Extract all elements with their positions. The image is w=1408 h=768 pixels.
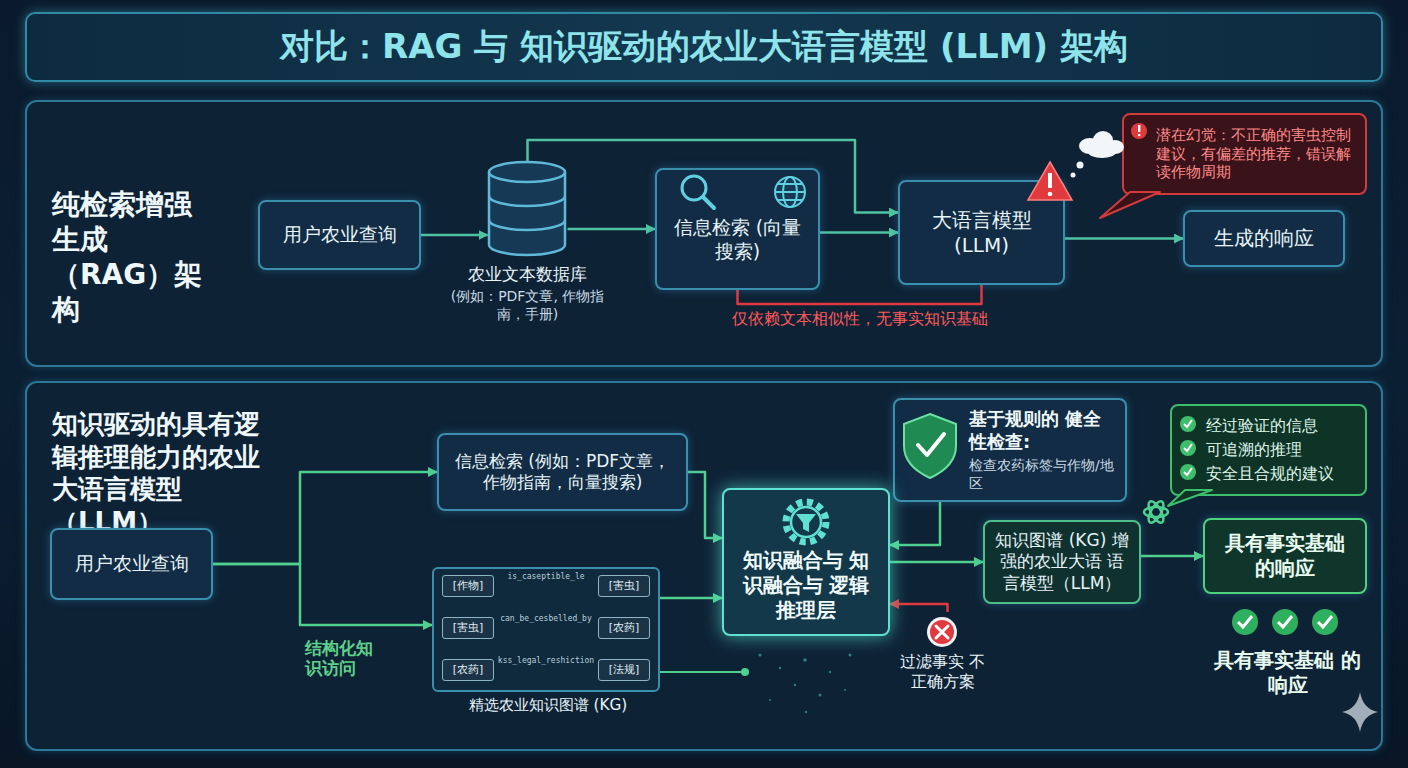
- node-label: 具有事实基础 的响应: [1215, 531, 1355, 581]
- node-label: [农药]: [453, 663, 483, 676]
- kg-leader-line: [660, 668, 749, 676]
- connector-arrow: [1141, 555, 1203, 558]
- knowledge-graph: 精选农业知识图谱 (KG)[作物][害虫][害虫][农药][农药][法规]: [432, 567, 660, 692]
- caption-label: 具有事实基础 的响应: [1205, 648, 1370, 698]
- node-detail: 安全且合规的建议: [1206, 462, 1334, 486]
- node-label: 知识融合与 知识融合与 逻辑推理层: [734, 548, 878, 623]
- ai-logo-icon: [1144, 499, 1168, 525]
- kg-entity: [害虫]: [442, 617, 494, 639]
- response-box: 生成的响应: [1183, 210, 1345, 267]
- connector-arrow: [213, 564, 432, 625]
- node-label: 农业文本数据库: [468, 264, 587, 285]
- node-detail: 可追溯的推理: [1206, 438, 1302, 462]
- llm-box: 大语言模型 (LLM): [898, 180, 1065, 285]
- reject-icon: [927, 617, 957, 647]
- node-label: 生成的响应: [1214, 226, 1314, 251]
- sparkle-watermark: [1342, 692, 1378, 732]
- kg-entity: [农药]: [442, 659, 494, 681]
- node-label: 大语言模型 (LLM): [910, 208, 1053, 258]
- panel-heading: 纯检索增强生成（RAG）架构: [52, 187, 217, 327]
- node-label: 经过验证的信息: [1206, 414, 1318, 438]
- node-label: 用户农业查询: [283, 223, 397, 247]
- node-label: [法规]: [609, 663, 639, 676]
- panel-fill: [25, 381, 1383, 751]
- rule-check-box: 基于规则的 健全性检查: 检查农药标签与作物/地区: [893, 398, 1127, 502]
- kg-entity: [法规]: [598, 659, 650, 681]
- search-icon: [682, 176, 714, 208]
- title-text: 对比：RAG 与 知识驱动的农业大语言模型 (LLM) 架构: [280, 24, 1128, 70]
- thought-cloud: [1071, 131, 1125, 178]
- retrieval-box: 信息检索 (例如：PDF文章，作物指南，向量搜索): [437, 433, 688, 511]
- connector-arrow: [890, 502, 940, 545]
- connector-arrow: [660, 597, 722, 600]
- kg-llm-box: 知识图谱 (KG) 增强的农业大语 语言模型（LLM）: [983, 520, 1141, 604]
- connector-arrow: [421, 234, 488, 237]
- fusion-layer-box: 知识融合与 知识融合与 逻辑推理层: [722, 488, 890, 636]
- database-node: 农业文本数据库 (例如：PDF文章, 作物指南，手册): [445, 160, 610, 355]
- panel-heading: 知识驱动的具有逻辑推理能力的农业大语言模型（LLM）: [52, 408, 280, 538]
- edge-label: is_caseptible_le: [494, 572, 598, 582]
- kg-entity: [作物]: [442, 575, 494, 597]
- kg-entity: [农药]: [598, 617, 650, 639]
- edge-label: kss_legal_reshiction: [494, 656, 598, 666]
- node-label: 用户农业查询: [75, 552, 189, 576]
- edge-label: can_be_cesbelled_by: [494, 614, 598, 624]
- check-row: [1232, 609, 1338, 635]
- connector-arrow: [890, 604, 948, 612]
- filter-node: 过滤事实 不正确方案: [895, 612, 990, 707]
- gear-funnel-icon: [786, 502, 826, 542]
- architecture-panel: 纯检索增强生成（RAG）架构 用户农业查询农业文本数据库 (例如：PDF文章, 作物…: [25, 100, 1383, 367]
- retrieval-box: 信息检索 (向量搜索): [655, 168, 820, 290]
- callout-tail: [1100, 192, 1160, 218]
- node-label: [作物]: [453, 579, 483, 592]
- globe-icon: [775, 177, 805, 207]
- node-label: 基于规则的 健全性检查:: [969, 408, 1117, 453]
- benefits-callout: 经过验证的信息可追溯的推理安全且合规的建议: [1170, 404, 1367, 496]
- check-bullets: [1180, 416, 1196, 480]
- database-icon: [489, 162, 565, 255]
- node-detail: 检查农药标签与作物/地区: [969, 457, 1117, 492]
- connector-arrow: [820, 231, 898, 234]
- node-label: [害虫]: [453, 621, 483, 634]
- node-label: 信息检索 (例如：PDF文章，作物指南，向量搜索): [449, 451, 676, 494]
- warning-icon: [1028, 162, 1072, 200]
- panel-fill: [25, 100, 1383, 367]
- node-label: [害虫]: [609, 579, 639, 592]
- node-label: [农药]: [609, 621, 639, 634]
- kg-caption: 精选农业知识图谱 (KG): [424, 696, 672, 715]
- edge-label: 仅依赖文本相似性，无事实知识基础: [690, 309, 1030, 328]
- connector-arrow: [568, 228, 656, 231]
- kg-entity: [害虫]: [598, 575, 650, 597]
- node-label: 潜在幻觉：不正确的害虫控制建议，有偏差的推荐，错误解读作物周期: [1156, 126, 1355, 182]
- particle-glow: [759, 654, 852, 714]
- connector-arrow: [688, 472, 722, 538]
- connector-arrow: [1065, 237, 1183, 240]
- callout-tail: [1168, 490, 1212, 506]
- node-detail: (例如：PDF文章, 作物指南，手册): [445, 288, 610, 323]
- node-label: 知识图谱 (KG) 增强的农业大语 语言模型（LLM）: [995, 530, 1129, 594]
- grounded-response-box: 具有事实基础 的响应: [1203, 518, 1367, 594]
- connector-arrow: [213, 472, 437, 564]
- node-label: 过滤事实 不正确方案: [895, 652, 990, 692]
- shield-icon: [904, 414, 956, 478]
- node-label: 信息检索 (向量搜索): [667, 216, 808, 264]
- edge-label: 结构化知识访问: [305, 638, 383, 679]
- hallucination-callout: 潜在幻觉：不正确的害虫控制建议，有偏差的推荐，错误解读作物周期: [1122, 113, 1367, 195]
- query-box: 用户农业查询: [258, 200, 421, 270]
- alert-icon: [1131, 123, 1147, 139]
- architecture-panel: 知识驱动的具有逻辑推理能力的农业大语言模型（LLM） 用户农业查询 信息检索 (例如…: [25, 381, 1383, 751]
- query-box: 用户农业查询: [50, 528, 213, 600]
- connector-arrow: [890, 561, 983, 564]
- title-bar: 对比：RAG 与 知识驱动的农业大语言模型 (LLM) 架构: [25, 12, 1383, 82]
